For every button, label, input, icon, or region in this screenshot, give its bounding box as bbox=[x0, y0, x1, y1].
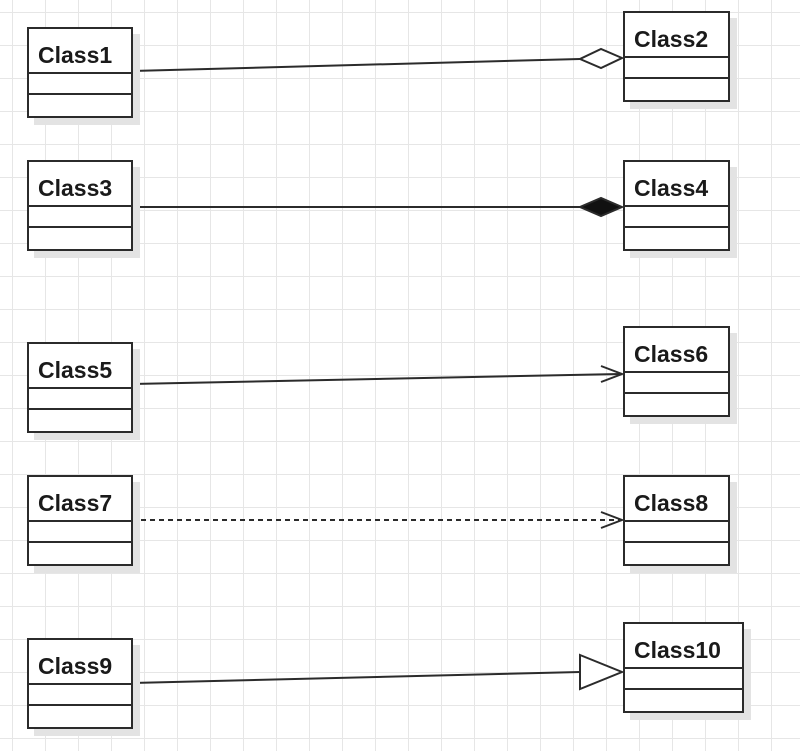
filled-diamond-icon bbox=[577, 196, 625, 218]
hollow-triangle-icon bbox=[579, 653, 625, 691]
class-name: Class8 bbox=[625, 477, 728, 522]
attributes-compartment bbox=[625, 522, 728, 543]
hollow-diamond-icon bbox=[577, 47, 625, 70]
attributes-compartment bbox=[625, 669, 742, 690]
association-link[interactable] bbox=[131, 365, 625, 385]
class-name: Class10 bbox=[625, 624, 742, 669]
operations-compartment bbox=[625, 79, 728, 99]
operations-compartment bbox=[29, 95, 131, 115]
operations-compartment bbox=[29, 410, 131, 430]
dependency-link[interactable] bbox=[132, 511, 625, 529]
class-name: Class6 bbox=[625, 328, 728, 373]
class-name: Class9 bbox=[29, 640, 131, 685]
class-name: Class7 bbox=[29, 477, 131, 522]
operations-compartment bbox=[29, 543, 131, 563]
attributes-compartment bbox=[625, 207, 728, 228]
aggregation-link[interactable] bbox=[131, 47, 625, 72]
class-box-class9[interactable]: Class9 bbox=[27, 638, 133, 729]
class-box-class6[interactable]: Class6 bbox=[623, 326, 730, 417]
class-box-class5[interactable]: Class5 bbox=[27, 342, 133, 433]
class-name: Class1 bbox=[29, 29, 131, 74]
attributes-compartment bbox=[29, 389, 131, 410]
attributes-compartment bbox=[29, 74, 131, 95]
open-arrow-icon bbox=[600, 365, 625, 383]
attributes-compartment bbox=[625, 58, 728, 79]
class-box-class7[interactable]: Class7 bbox=[27, 475, 133, 566]
operations-compartment bbox=[625, 543, 728, 563]
class-box-class10[interactable]: Class10 bbox=[623, 622, 744, 713]
attributes-compartment bbox=[29, 522, 131, 543]
generalization-link[interactable] bbox=[131, 653, 625, 691]
class-name: Class3 bbox=[29, 162, 131, 207]
operations-compartment bbox=[29, 228, 131, 248]
class-box-class3[interactable]: Class3 bbox=[27, 160, 133, 251]
open-arrow-dashed-icon bbox=[600, 511, 625, 529]
class-box-class8[interactable]: Class8 bbox=[623, 475, 730, 566]
composition-link[interactable] bbox=[132, 196, 625, 218]
class-box-class2[interactable]: Class2 bbox=[623, 11, 730, 102]
class-box-class4[interactable]: Class4 bbox=[623, 160, 730, 251]
class-name: Class4 bbox=[625, 162, 728, 207]
operations-compartment bbox=[625, 690, 742, 710]
class-name: Class2 bbox=[625, 13, 728, 58]
class-box-class1[interactable]: Class1 bbox=[27, 27, 133, 118]
operations-compartment bbox=[29, 706, 131, 726]
operations-compartment bbox=[625, 394, 728, 414]
attributes-compartment bbox=[29, 685, 131, 706]
attributes-compartment bbox=[625, 373, 728, 394]
operations-compartment bbox=[625, 228, 728, 248]
attributes-compartment bbox=[29, 207, 131, 228]
class-name: Class5 bbox=[29, 344, 131, 389]
